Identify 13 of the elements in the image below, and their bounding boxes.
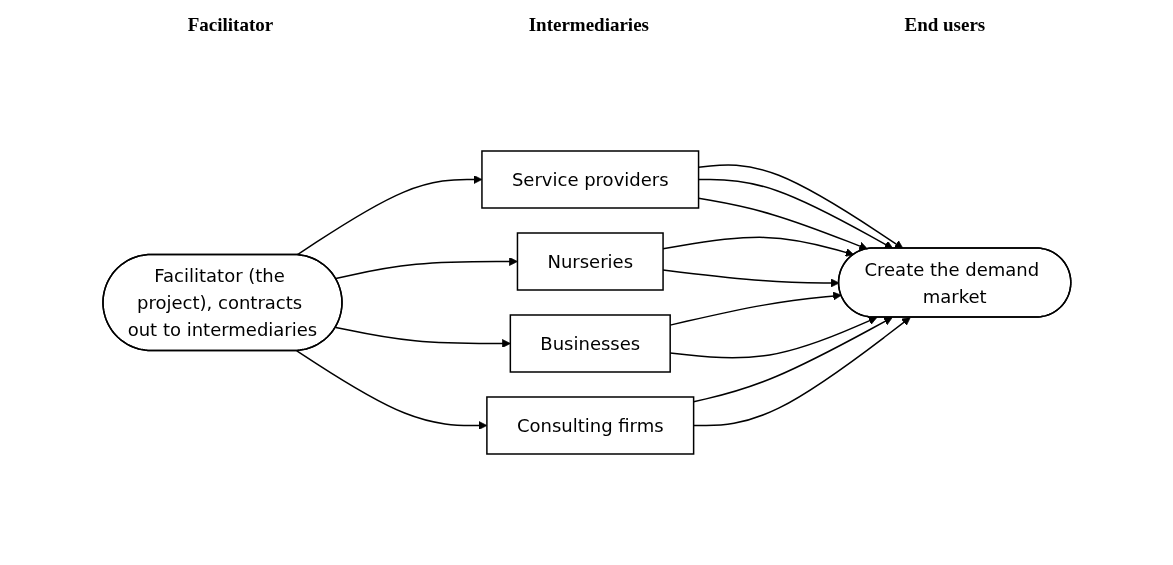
arrow bbox=[295, 175, 482, 256]
node-box: Nurseries bbox=[516, 232, 664, 291]
node-box: Businesses bbox=[509, 314, 671, 373]
arrow bbox=[669, 316, 877, 359]
arrow bbox=[692, 317, 893, 403]
arrow bbox=[669, 291, 842, 326]
column-heading: Intermediaries bbox=[528, 14, 649, 36]
column-heading: Facilitator bbox=[187, 14, 274, 36]
arrow bbox=[692, 317, 911, 427]
column-heading: End users bbox=[904, 14, 986, 36]
node-box: Consulting firms bbox=[485, 396, 694, 455]
node-box: Service providers bbox=[480, 150, 699, 209]
arrow bbox=[295, 350, 487, 430]
